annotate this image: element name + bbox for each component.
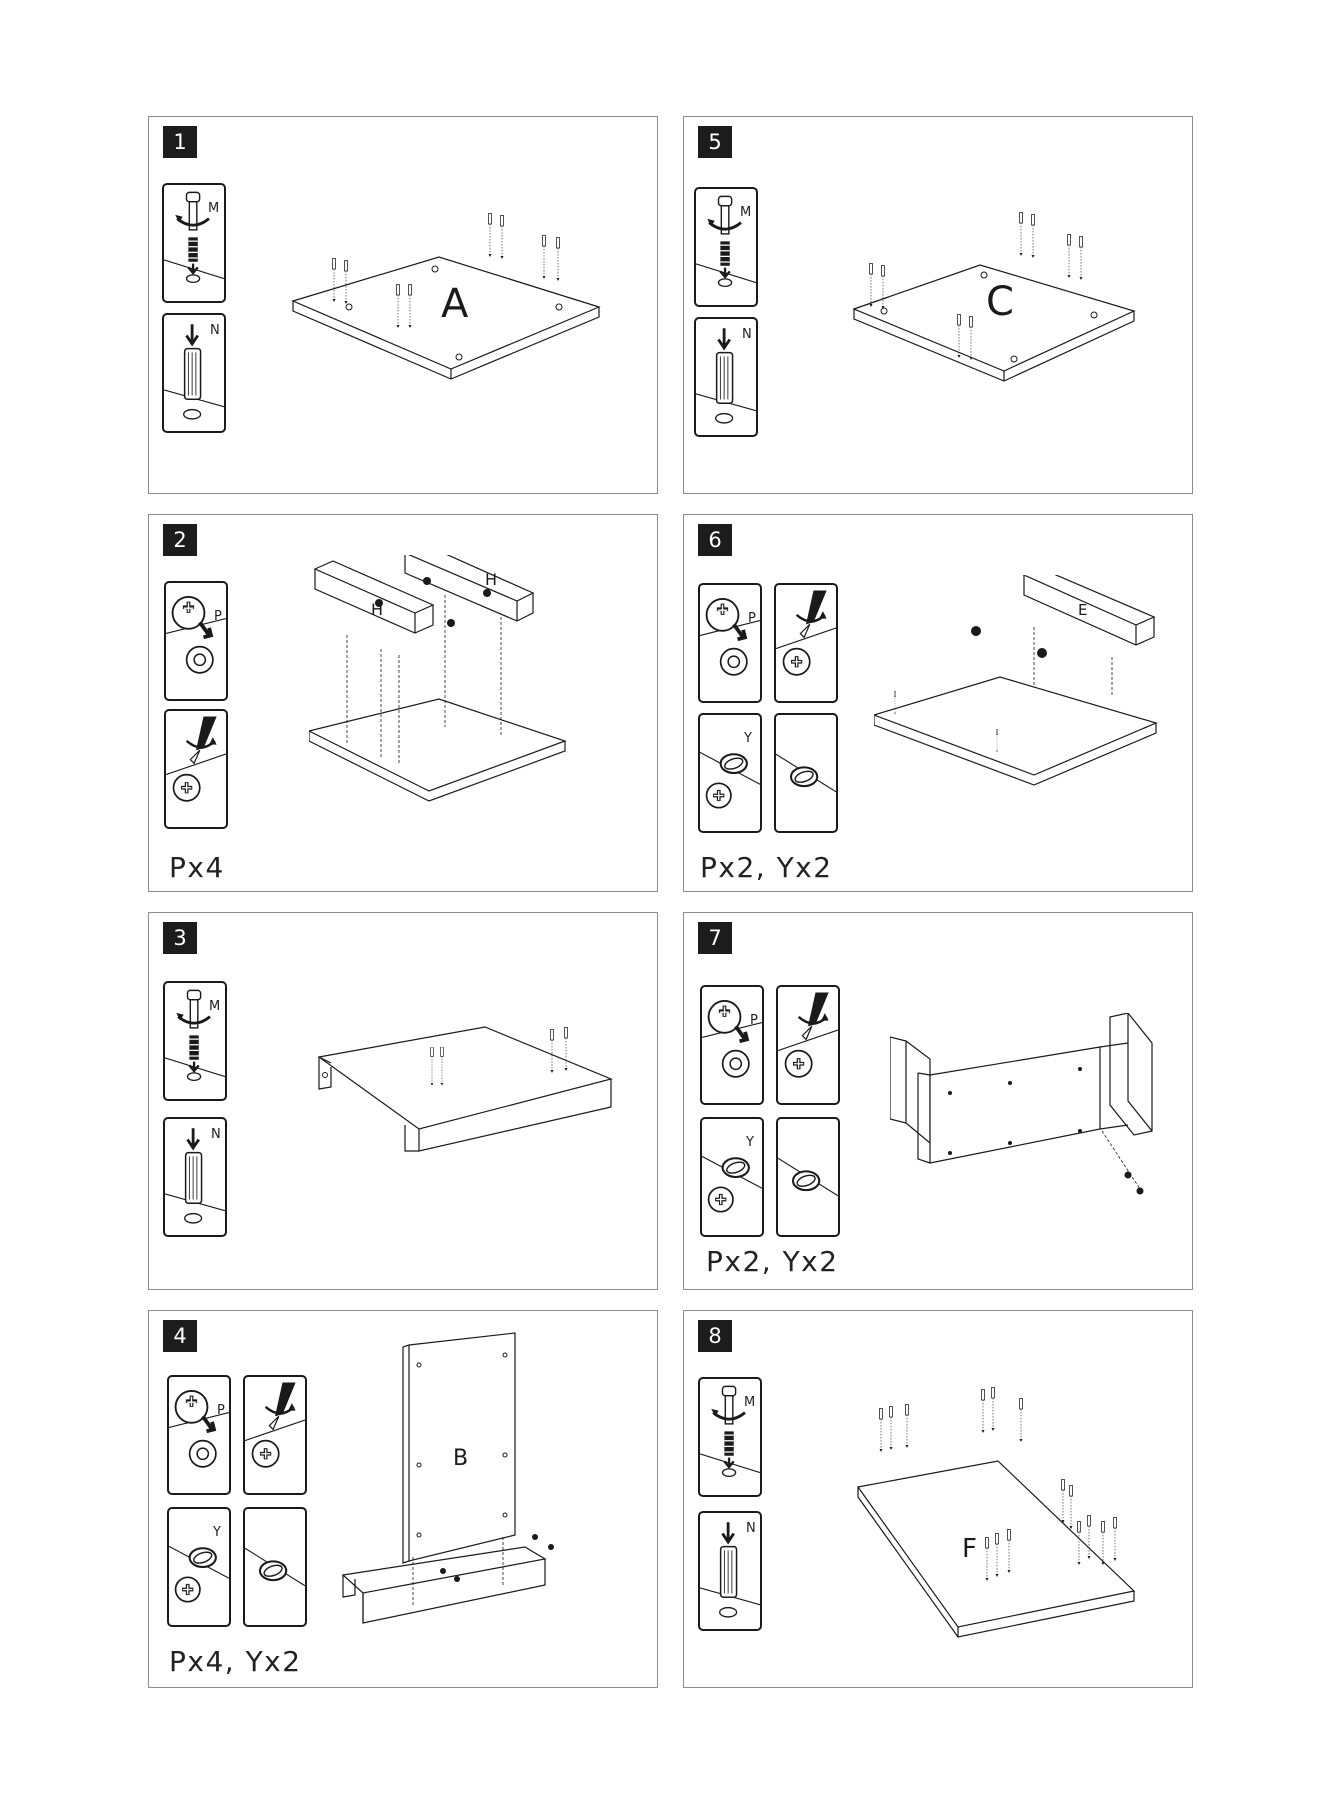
step-3-panel: 3 M N: [148, 912, 658, 1290]
step-5-number: 5: [698, 126, 732, 158]
board-c-drawing: C: [834, 177, 1164, 437]
step-4-panel: 4 P Y Px4, Yx2 B: [148, 1310, 658, 1688]
part-letter: N: [742, 327, 752, 342]
step-6-number: 6: [698, 524, 732, 556]
dowel-icon: N: [163, 1117, 227, 1237]
part-letter: Y: [746, 1135, 754, 1150]
dowel-icon: N: [698, 1511, 762, 1631]
step-7-panel: 7 P Y Px2, Yx2: [683, 912, 1193, 1290]
dowel-icon: N: [694, 317, 758, 437]
board-label: A: [441, 281, 469, 327]
screwdriver-icon: [774, 583, 838, 703]
quantity-label: Px4, Yx2: [169, 1645, 302, 1678]
cam-bolt-icon: M: [163, 981, 227, 1101]
screwdriver-icon: [243, 1375, 307, 1495]
cover-cap-icon: Y: [167, 1507, 231, 1627]
part-letter: N: [746, 1521, 756, 1536]
board-label-second: H: [485, 570, 497, 589]
part-letter: Y: [213, 1525, 221, 1540]
part-letter: P: [214, 609, 222, 624]
part-letter: P: [217, 1403, 225, 1418]
step-7-number: 7: [698, 922, 732, 954]
screwdriver-icon: [776, 985, 840, 1105]
part-letter: P: [748, 611, 756, 626]
cover-cap-icon: Y: [698, 713, 762, 833]
step-6-panel: 6 P Y Px2, Yx2 E: [683, 514, 1193, 892]
cap-installed-icon: [774, 713, 838, 833]
dowel-icon: N: [162, 313, 226, 433]
part-letter: M: [208, 201, 219, 216]
panel-h-drawing: H H: [309, 555, 659, 845]
cam-lock-icon: P: [698, 583, 762, 703]
part-letter: N: [210, 323, 220, 338]
cam-bolt-icon: M: [698, 1377, 762, 1497]
frame-assembly-drawing: [890, 1013, 1180, 1223]
side-panel-b-drawing: B: [339, 1325, 649, 1635]
panel-e-drawing: E: [874, 575, 1174, 805]
board-f-drawing: F: [854, 1351, 1154, 1661]
step-1-number: 1: [163, 126, 197, 158]
step-1-panel: 1 M N A: [148, 116, 658, 494]
cap-installed-icon: [776, 1117, 840, 1237]
part-letter: P: [750, 1013, 758, 1028]
shelf-assembly-drawing: [309, 1013, 629, 1193]
cam-bolt-icon: M: [694, 187, 758, 307]
cam-lock-icon: P: [164, 581, 228, 701]
quantity-label: Px2, Yx2: [706, 1245, 839, 1278]
part-letter: N: [211, 1127, 221, 1142]
board-label: B: [453, 1446, 468, 1471]
step-3-number: 3: [163, 922, 197, 954]
cam-bolt-icon: M: [162, 183, 226, 303]
cam-lock-icon: P: [167, 1375, 231, 1495]
part-letter: M: [744, 1395, 755, 1410]
board-label: F: [962, 1534, 977, 1564]
screwdriver-icon: [164, 709, 228, 829]
step-5-panel: 5 M N C: [683, 116, 1193, 494]
step-4-number: 4: [163, 1320, 197, 1352]
cover-cap-icon: Y: [700, 1117, 764, 1237]
board-a-drawing: A: [259, 157, 639, 457]
quantity-label: Px2, Yx2: [700, 851, 833, 884]
step-2-number: 2: [163, 524, 197, 556]
board-label: E: [1078, 601, 1087, 619]
step-8-number: 8: [698, 1320, 732, 1352]
cap-installed-icon: [243, 1507, 307, 1627]
part-letter: M: [740, 205, 751, 220]
quantity-label: Px4: [169, 851, 225, 884]
cam-lock-icon: P: [700, 985, 764, 1105]
step-2-panel: 2 P Px4 H H: [148, 514, 658, 892]
step-8-panel: 8 M N F: [683, 1310, 1193, 1688]
board-label: C: [986, 279, 1014, 325]
part-letter: M: [209, 999, 220, 1014]
part-letter: Y: [744, 731, 752, 746]
